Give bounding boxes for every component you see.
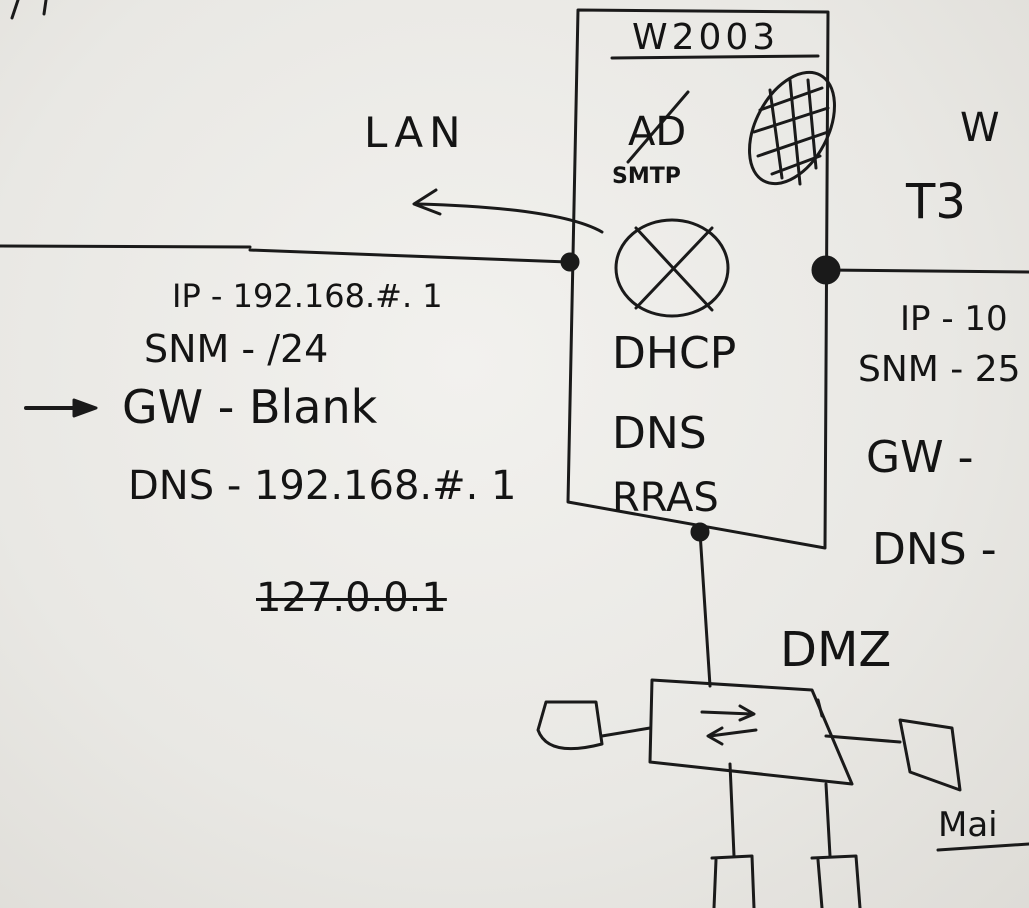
dmz-link-right — [824, 734, 902, 744]
lan-connection-line — [248, 248, 570, 264]
gateway-pointer-arrow-head — [72, 398, 98, 418]
stray-mark — [42, 0, 48, 16]
server-title-underline — [610, 54, 820, 60]
ad-strike-line — [626, 90, 690, 164]
wan-gateway: GW - — [866, 432, 974, 483]
lan-label: LAN — [364, 108, 467, 157]
server-service-smtp: SMTP — [612, 164, 681, 189]
wan-ip: IP - 10 — [900, 299, 1008, 339]
wan-port-dot — [811, 255, 841, 285]
server-title: W2003 — [632, 17, 780, 58]
dmz-host-bottom-right — [810, 854, 862, 908]
server-service-dns: DNS — [612, 408, 707, 459]
server-box — [566, 8, 830, 550]
globe-icon — [748, 70, 836, 186]
switch-arrow — [708, 728, 758, 738]
dmz-host-left — [536, 700, 604, 751]
wan-link: T3 — [906, 174, 966, 230]
dmz-host-right — [898, 718, 962, 792]
switch-tick — [816, 698, 824, 718]
switch-arrow — [700, 710, 754, 716]
lan-dns: DNS - 192.168.#. 1 — [128, 463, 517, 509]
lan-arrow-head — [412, 188, 442, 216]
switch-arrow-head — [738, 704, 756, 722]
switch-arrow-head — [706, 726, 724, 746]
dmz-switch — [648, 678, 854, 786]
mail-label: Mai — [938, 805, 998, 845]
lan-ip: IP - 192.168.#. 1 — [172, 277, 443, 315]
stray-mark — [10, 0, 20, 20]
dmz-connection-line — [698, 530, 712, 688]
router-icon — [614, 218, 730, 318]
lan-arrow — [416, 202, 604, 234]
wan-subnet: SNM - 25 — [858, 349, 1021, 390]
lan-gateway: GW - Blank — [122, 380, 378, 434]
wan-connection-line — [824, 268, 1029, 274]
dmz-link-left — [600, 726, 652, 738]
lan-port-dot — [560, 252, 580, 272]
dmz-host-bottom-left — [710, 854, 756, 908]
dmz-down-link — [824, 782, 832, 858]
server-service-rras: RRAS — [612, 475, 719, 521]
lan-connection-line — [0, 244, 252, 249]
dmz-label: DMZ — [780, 622, 892, 678]
dmz-down-link — [728, 762, 736, 858]
server-service-dhcp: DHCP — [612, 328, 737, 379]
mail-underline — [936, 842, 1029, 852]
wan-dns: DNS - — [872, 524, 997, 575]
wan-label: W — [960, 105, 1000, 151]
lan-subnet: SNM - /24 — [144, 327, 329, 371]
lan-dns-crossed: 127.0.0.1 — [256, 575, 447, 621]
server-crossed-label: AD — [628, 109, 687, 155]
